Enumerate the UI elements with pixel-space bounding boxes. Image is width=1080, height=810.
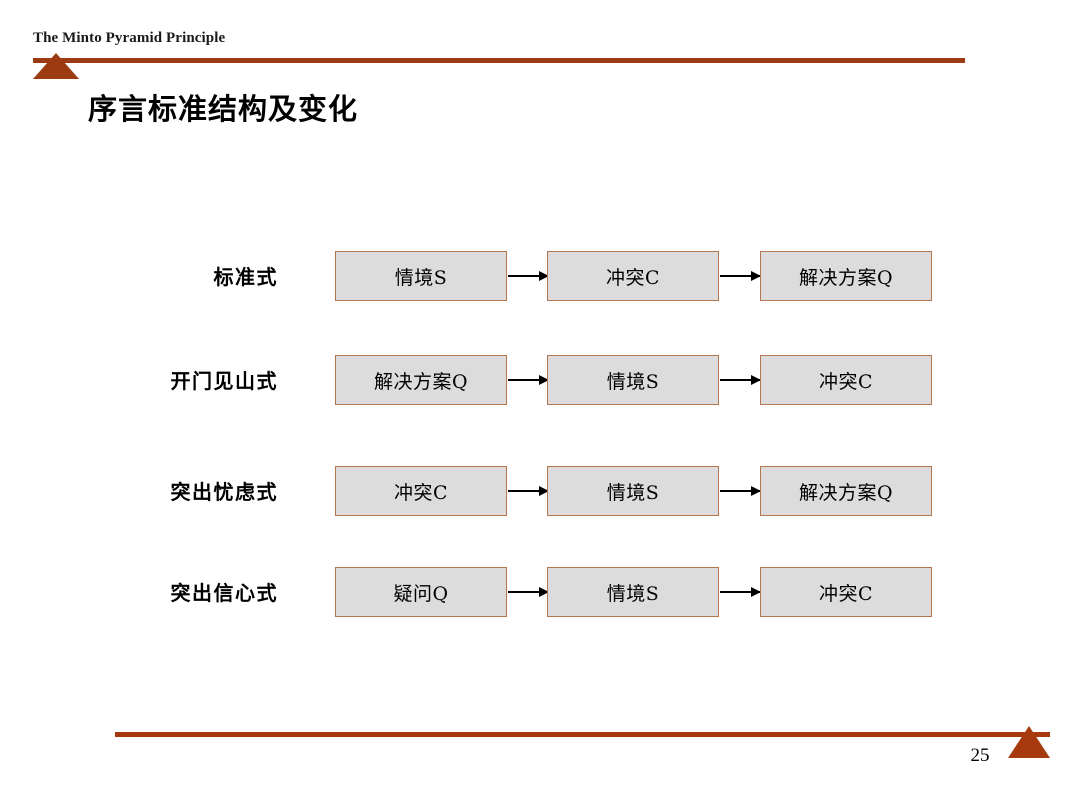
diagram-node[interactable]: 解决方案Q xyxy=(760,466,932,516)
diagram-node[interactable]: 冲突C xyxy=(335,466,507,516)
diagram-node[interactable]: 解决方案Q xyxy=(760,251,932,301)
row-label: 标准式 xyxy=(213,265,278,289)
row-label: 突出忧虑式 xyxy=(170,480,278,504)
diagram-node[interactable]: 情境S xyxy=(547,355,719,405)
diagram-row: 突出信心式 疑问Q 情境S 冲突C xyxy=(0,567,1080,619)
page-number: 25 xyxy=(970,745,990,766)
arrow-right-icon xyxy=(720,271,761,281)
header-rule xyxy=(33,58,965,63)
diagram-node[interactable]: 情境S xyxy=(547,567,719,617)
diagram-node[interactable]: 冲突C xyxy=(760,567,932,617)
diagram-node[interactable]: 情境S xyxy=(547,466,719,516)
diagram-node[interactable]: 冲突C xyxy=(547,251,719,301)
row-label: 突出信心式 xyxy=(170,581,278,605)
header-triangle-icon xyxy=(33,53,79,79)
arrow-right-icon xyxy=(508,375,549,385)
header-title: The Minto Pyramid Principle xyxy=(33,30,226,46)
footer-triangle-icon xyxy=(1008,726,1050,758)
diagram-node[interactable]: 情境S xyxy=(335,251,507,301)
diagram-row: 标准式 情境S 冲突C 解决方案Q xyxy=(0,251,1080,303)
arrow-right-icon xyxy=(720,587,761,597)
arrow-right-icon xyxy=(720,486,761,496)
page-title: 序言标准结构及变化 xyxy=(88,92,359,126)
arrow-right-icon xyxy=(720,375,761,385)
arrow-right-icon xyxy=(508,587,549,597)
diagram-row: 开门见山式 解决方案Q 情境S 冲突C xyxy=(0,355,1080,407)
diagram-node[interactable]: 冲突C xyxy=(760,355,932,405)
arrow-right-icon xyxy=(508,486,549,496)
footer-rule xyxy=(115,732,1050,737)
diagram-node[interactable]: 疑问Q xyxy=(335,567,507,617)
row-label: 开门见山式 xyxy=(170,369,278,393)
arrow-right-icon xyxy=(508,271,549,281)
diagram-row: 突出忧虑式 冲突C 情境S 解决方案Q xyxy=(0,466,1080,518)
diagram-node[interactable]: 解决方案Q xyxy=(335,355,507,405)
